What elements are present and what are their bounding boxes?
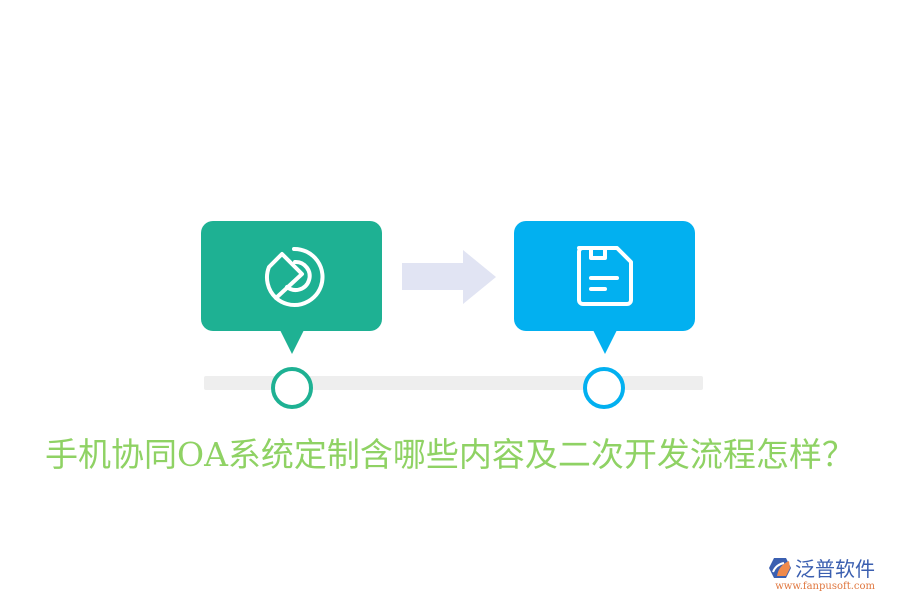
save-document-icon [576, 246, 633, 306]
step-1-node [271, 367, 313, 409]
page-title: 手机协同OA系统定制含哪些内容及二次开发流程怎样？ [45, 435, 855, 474]
pie-chart-icon [264, 246, 324, 307]
step-1-card [201, 221, 382, 331]
brand-logo: 泛普软件 www.fanpusoft.com [768, 553, 875, 592]
step-2-node [583, 367, 625, 409]
timeline-track [204, 376, 703, 390]
arrow-right-icon [402, 250, 496, 304]
step-2-pointer [593, 330, 617, 354]
step-2-card [514, 221, 695, 331]
logo-name: 泛普软件 [795, 557, 875, 581]
fanpu-logo-icon [769, 557, 791, 578]
step-1-pointer [280, 330, 304, 354]
logo-url: www.fanpusoft.com [775, 581, 875, 592]
